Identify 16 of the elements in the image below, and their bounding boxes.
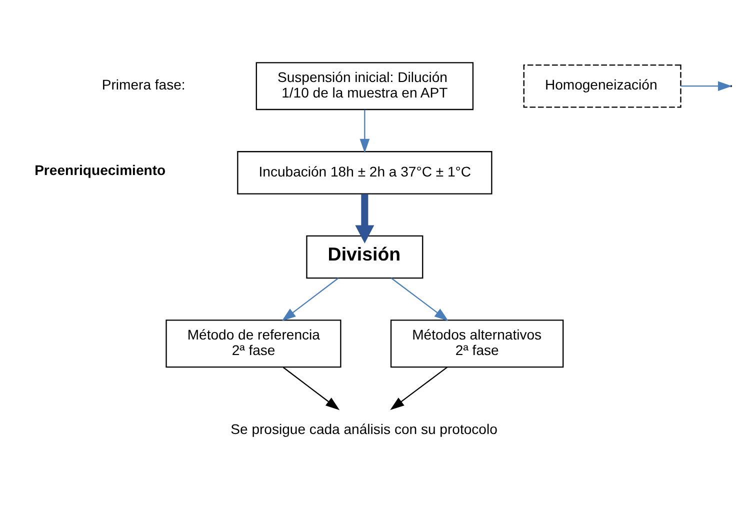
node-box: División <box>306 234 424 278</box>
arrow <box>282 366 340 410</box>
node-box: Suspensión inicial: Dilución 1/10 de la muestra en APT <box>256 62 474 110</box>
arrow <box>355 194 374 243</box>
arrow <box>390 366 448 410</box>
node-box: Homogeneización <box>523 64 682 108</box>
label: Primera fase: <box>102 76 186 92</box>
arrow <box>360 109 370 152</box>
arrow <box>680 80 732 91</box>
node-text: Se prosigue cada análisis con su protocolo <box>230 420 498 436</box>
node-box: Método de referencia 2ª fase <box>166 319 342 368</box>
node-box: Métodos alternativos 2ª fase <box>390 319 564 368</box>
arrow <box>282 277 339 321</box>
arrow <box>390 277 448 320</box>
label: Preenriquecimiento <box>34 162 166 178</box>
node-box: Incubación 18h ± 2h a 37°C ± 1°C <box>237 150 492 194</box>
